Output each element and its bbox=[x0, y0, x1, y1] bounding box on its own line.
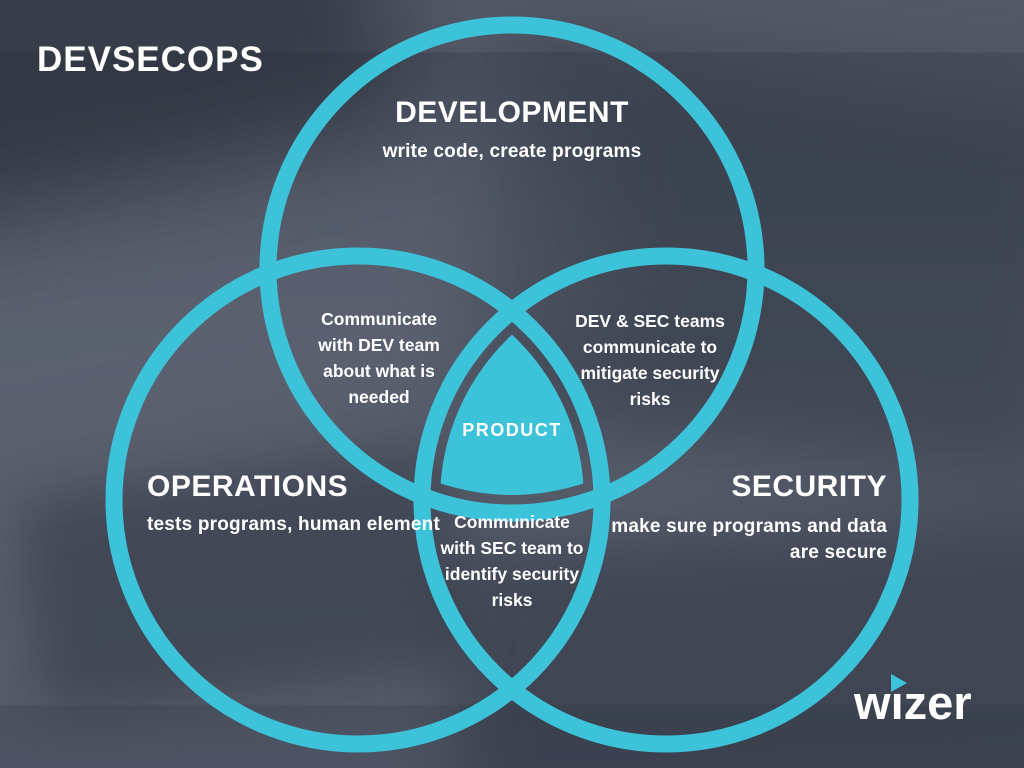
development-description: write code, create programs bbox=[382, 141, 642, 162]
operations-label: OPERATIONS bbox=[147, 470, 349, 503]
logo-letter-w: w bbox=[854, 676, 891, 730]
operations-circle bbox=[105, 247, 611, 753]
security-circle bbox=[413, 247, 919, 753]
overlap-dev-sec-text: DEV & SEC teams communicate to mitigate … bbox=[575, 311, 725, 409]
overlap-ops-sec-text: Communicate with SEC team to identify se… bbox=[440, 512, 584, 610]
security-label: SECURITY bbox=[731, 470, 887, 503]
center-product-label: PRODUCT bbox=[462, 420, 562, 440]
security-block: SECURITY make sure programs and data are… bbox=[611, 470, 887, 565]
logo-letters-zer: zer bbox=[903, 676, 972, 730]
operations-description: tests programs, human element bbox=[147, 514, 440, 535]
overlap-dev-ops-text: Communicate with DEV team about what is … bbox=[318, 309, 440, 407]
security-description: make sure programs and data are secure bbox=[611, 516, 887, 563]
wizer-logo: w ı zer wizer-training.com bbox=[841, 674, 984, 748]
development-label: DEVELOPMENT bbox=[395, 96, 629, 129]
operations-block: OPERATIONS tests programs, human element bbox=[147, 470, 440, 536]
play-triangle-icon bbox=[890, 674, 907, 693]
page-title: DEVSECOPS bbox=[37, 40, 264, 79]
logo-letter-i: ı bbox=[890, 674, 907, 729]
wizer-logo-wordmark: w ı zer bbox=[854, 674, 972, 730]
wizer-website-url: wizer-training.com bbox=[841, 730, 984, 747]
